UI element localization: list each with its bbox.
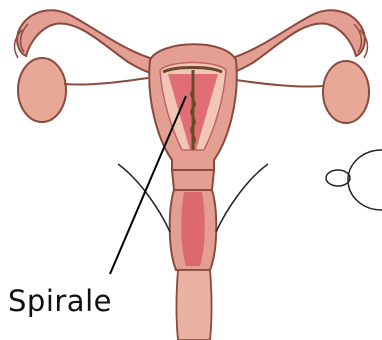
bubble-large <box>348 150 382 210</box>
left-ovarian-ligament <box>64 78 148 85</box>
right-ovarian-ligament <box>236 80 324 87</box>
bubble-small <box>326 170 350 186</box>
vaginal-opening <box>177 270 212 340</box>
left-body-outline <box>118 164 170 232</box>
right-ovary <box>323 61 369 123</box>
right-body-outline <box>216 164 268 232</box>
cervix <box>172 170 214 190</box>
vaginal-canal <box>181 192 205 266</box>
left-ovary <box>18 58 66 122</box>
spiral-label: Spirale <box>8 284 112 318</box>
